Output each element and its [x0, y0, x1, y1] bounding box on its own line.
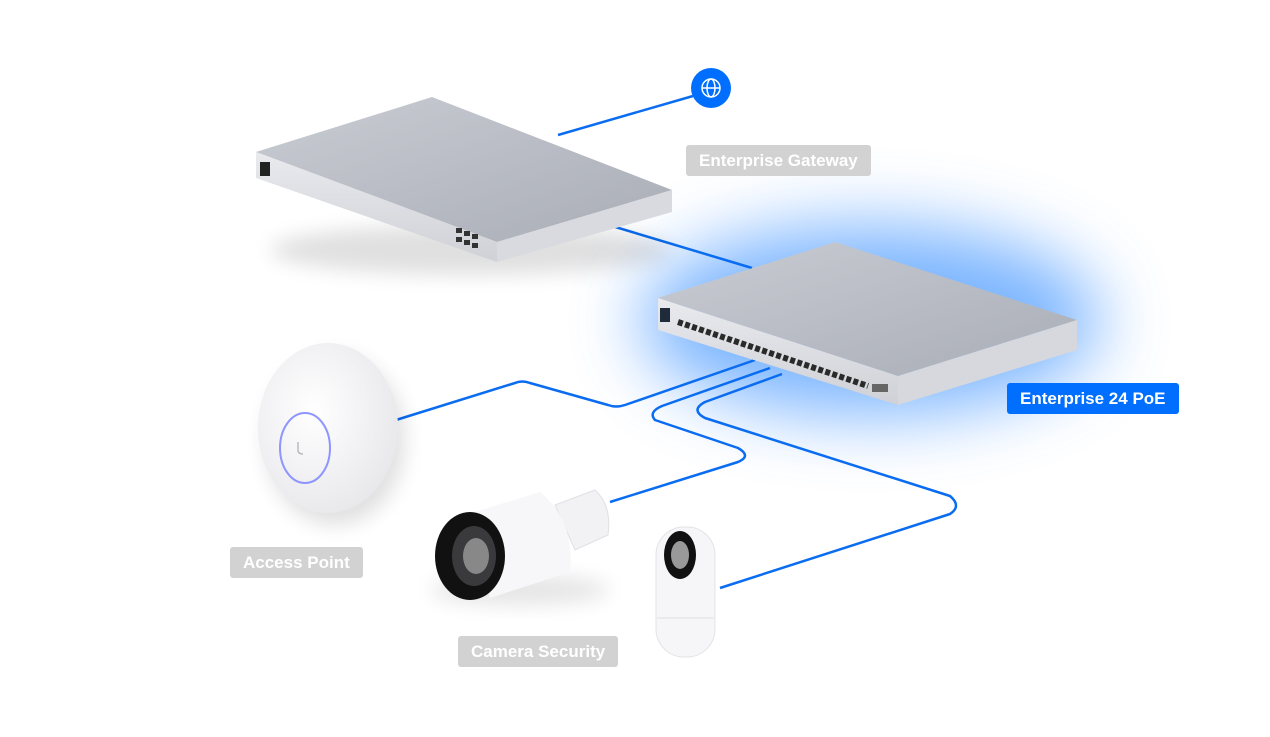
cable-access-point	[395, 358, 756, 422]
access-point-device	[258, 343, 405, 525]
cables	[395, 94, 958, 590]
dome-camera-device	[655, 526, 716, 658]
cable-dome-camera	[696, 372, 958, 590]
enterprise-24-poe-label: Enterprise 24 PoE	[1007, 383, 1179, 414]
enterprise-gateway-label: Enterprise Gateway	[686, 145, 871, 176]
access-point-label: Access Point	[230, 547, 363, 578]
bullet-camera-device	[430, 489, 610, 605]
cable-gateway-switch	[611, 224, 753, 270]
cable-bullet-camera	[609, 366, 771, 504]
enterprise-24-poe-switch-device	[658, 242, 1077, 405]
enterprise-gateway-device	[256, 97, 672, 275]
globe-icon	[691, 68, 731, 108]
cable-internet	[557, 94, 694, 137]
camera-security-label: Camera Security	[458, 636, 619, 667]
